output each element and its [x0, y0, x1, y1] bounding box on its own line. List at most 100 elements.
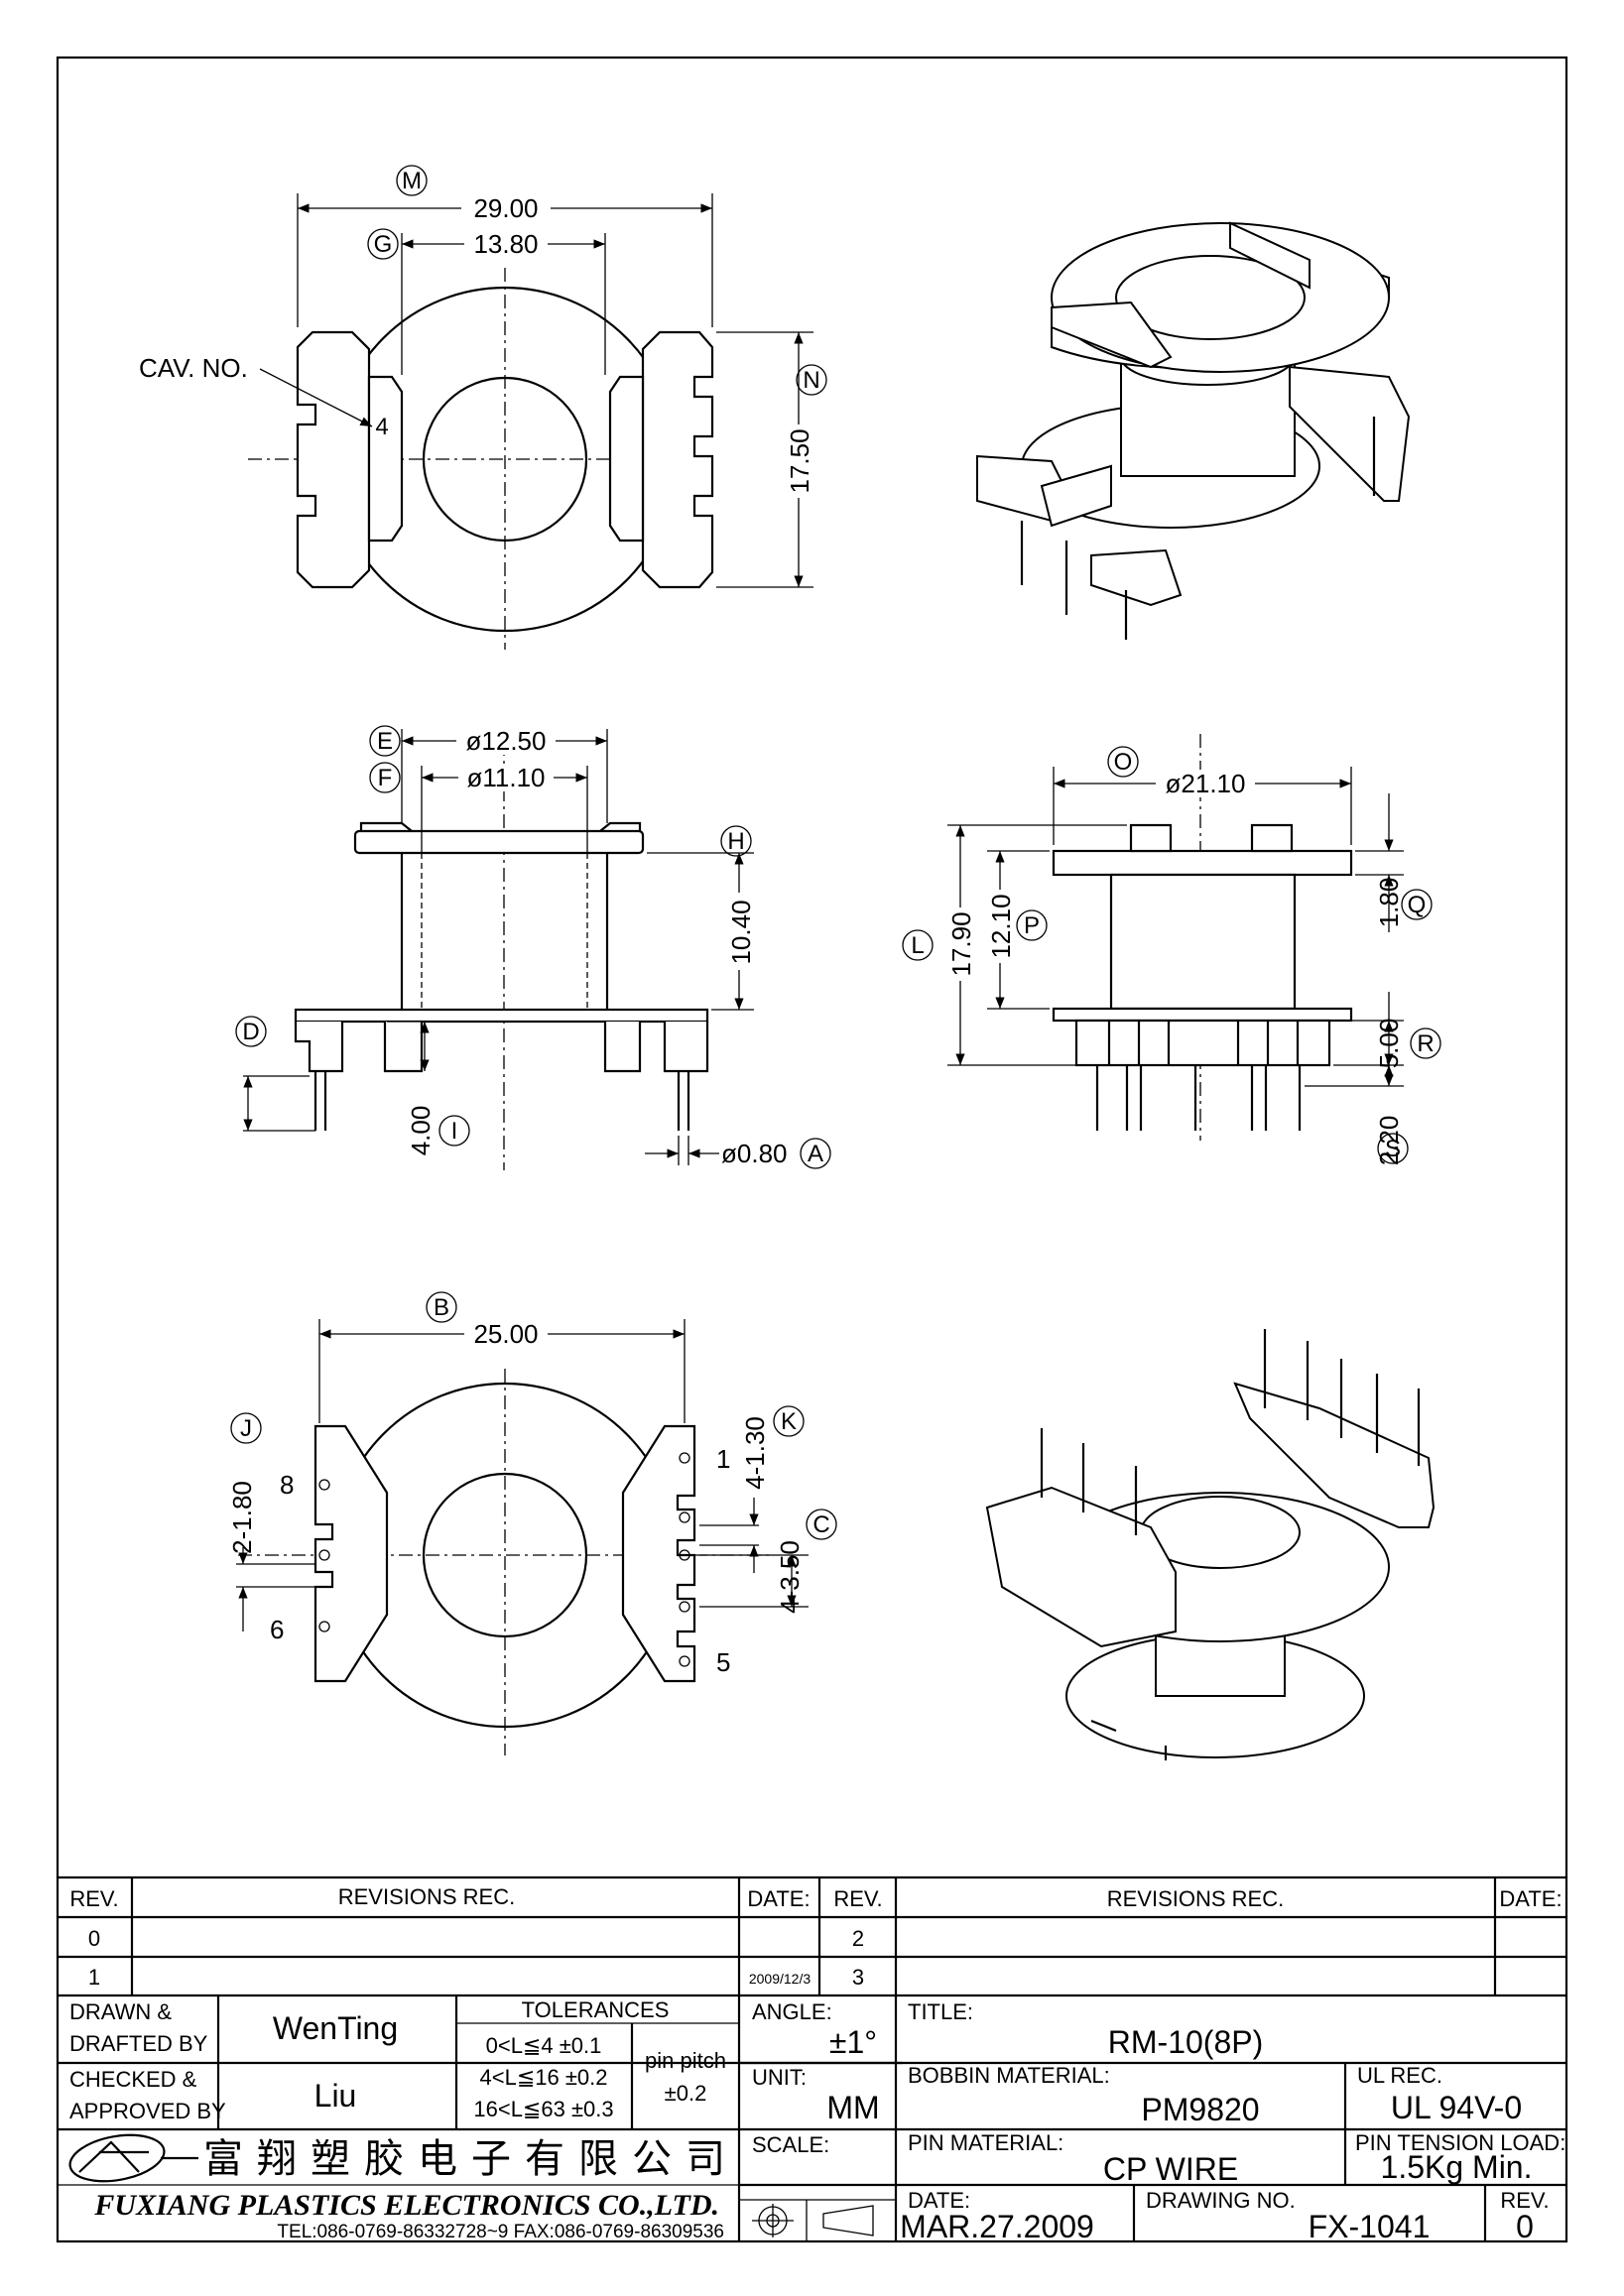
dim-r-letter: R	[1417, 1030, 1434, 1057]
tolerances-label: TOLERANCES	[522, 1997, 670, 2022]
dim-q-letter: Q	[1408, 892, 1427, 918]
dim-b-value: 25.00	[473, 1319, 538, 1349]
dim-n-letter: N	[803, 367, 819, 394]
dim-m-value: 29.00	[473, 193, 538, 223]
rev-header: REV.	[69, 1886, 118, 1911]
dim-d-letter: D	[242, 1019, 259, 1045]
pin-material-label: PIN MATERIAL:	[908, 2130, 1063, 2155]
company-logo	[68, 2133, 166, 2183]
ul-label: UL REC.	[1357, 2063, 1442, 2088]
dim-o-letter: O	[1114, 749, 1133, 776]
dim-i-letter: I	[451, 1118, 458, 1145]
date-label: DATE:	[908, 2188, 970, 2213]
dim-j-value: 2-1.80	[227, 1481, 257, 1554]
title-value: RM-10(8P)	[1108, 2024, 1263, 2060]
dim-g-value: 13.80	[473, 229, 538, 259]
rev-row-0: 0	[88, 1926, 100, 1951]
dim-f-letter: F	[378, 765, 393, 791]
checked-label-2: APPROVED BY	[69, 2099, 226, 2123]
iso-view-top	[976, 221, 1411, 640]
dim-b-letter: B	[434, 1294, 449, 1321]
dim-f-value: ø11.10	[466, 763, 545, 792]
drawing-no-value: FX-1041	[1309, 2209, 1431, 2244]
pin-1-label: 1	[716, 1444, 730, 1474]
dim-k-value: 4-1.30	[740, 1416, 770, 1490]
dim-s-letter: S	[1385, 1136, 1401, 1162]
dim-e-letter: E	[377, 728, 393, 755]
date-header: DATE:	[747, 1886, 810, 1911]
pin-8-label: 8	[280, 1470, 294, 1500]
dim-o-value: ø21.10	[1166, 769, 1246, 798]
dim-g-letter: G	[374, 231, 393, 258]
projection-symbol	[752, 2204, 874, 2237]
dim-k-letter: K	[781, 1408, 797, 1435]
bobbin-value: PM9820	[1141, 2092, 1259, 2127]
dim-a-letter: A	[808, 1141, 823, 1167]
dim-j-letter: J	[240, 1415, 252, 1442]
unit-value: MM	[826, 2090, 879, 2125]
dim-i-value: 4.00	[406, 1106, 436, 1156]
tol-row-2: 4<L≦16 ±0.2	[480, 2065, 608, 2090]
dim-c-value: 4-3.50	[775, 1540, 805, 1614]
dim-s-value: 2.20	[1374, 1116, 1404, 1166]
company-name-en: FUXIANG PLASTICS ELECTRONICS CO.,LTD.	[93, 2189, 719, 2222]
unit-label: UNIT:	[752, 2065, 807, 2090]
pin-6-label: 6	[270, 1615, 284, 1644]
front-view: ø12.50 E ø11.10 F 10.40 H D 4.00 I	[235, 725, 831, 1170]
dim-l-value: 17.90	[946, 911, 976, 976]
title-block: REV. REVISIONS REC. DATE: REV. REVISIONS…	[58, 1875, 1566, 2244]
rev-label: REV.	[1500, 2188, 1549, 2213]
angle-value: ±1°	[829, 2024, 877, 2060]
checked-label-1: CHECKED &	[69, 2067, 197, 2092]
pin-material-value: CP WIRE	[1103, 2151, 1238, 2187]
ul-value: UL 94V-0	[1391, 2090, 1522, 2125]
drawing-no-label: DRAWING NO.	[1146, 2188, 1296, 2213]
pin-tension-value: 1.5Kg Min.	[1381, 2149, 1533, 2185]
date-row-1: 2009/12/3	[749, 1971, 811, 1987]
dim-p-value: 12.10	[986, 894, 1016, 958]
dim-a-value: ø0.80	[721, 1139, 788, 1168]
dim-e-value: ø12.50	[466, 726, 547, 756]
dim-c-letter: C	[812, 1511, 829, 1538]
rev2-row-0: 2	[852, 1926, 864, 1951]
tol-row-3: 16<L≦63 ±0.3	[473, 2097, 613, 2121]
pin-pitch-value: ±0.2	[665, 2081, 707, 2106]
dim-r-value: 5.00	[1374, 1019, 1404, 1069]
rev-header-2: REV.	[833, 1886, 882, 1911]
dim-n-value: 17.50	[785, 428, 814, 493]
dim-q-value: 1.80	[1374, 878, 1404, 928]
title-label: TITLE:	[908, 1999, 973, 2024]
dim-h-value: 10.40	[726, 900, 756, 964]
rev2-row-1: 3	[852, 1965, 864, 1990]
pin-tension-label: PIN TENSION LOAD:	[1355, 2130, 1565, 2155]
drawn-label-1: DRAWN &	[69, 1999, 172, 2024]
date-value: MAR.27.2009	[900, 2209, 1094, 2244]
dim-h-letter: H	[727, 828, 744, 855]
pin-pitch-label: pin pitch	[645, 2048, 726, 2073]
company-name-cn: 富翔塑胶电子有限公司	[203, 2137, 739, 2181]
tol-row-1: 0<L≦4 ±0.1	[486, 2033, 602, 2058]
angle-label: ANGLE:	[752, 1999, 832, 2024]
date-header-2: DATE:	[1499, 1886, 1562, 1911]
drawn-label-2: DRAFTED BY	[69, 2031, 208, 2056]
bottom-view: 8 6 1 5 25.00 B J 2-1.80 4-1.30 K 4-3.50…	[227, 1291, 837, 1755]
side-view: ø21.10 O 17.90 L 12.10 P 1.80 Q 5.00 R	[902, 734, 1441, 1166]
top-view: 4 CAV. NO. 29.00 M 13.80 G 17.50 N	[139, 165, 827, 650]
checked-value: Liu	[314, 2078, 357, 2114]
dim-p-letter: P	[1024, 912, 1040, 939]
revisions-header-2: REVISIONS REC.	[1107, 1886, 1284, 1911]
iso-view-bottom	[985, 1329, 1436, 1760]
dim-m-letter: M	[402, 168, 422, 194]
bobbin-label: BOBBIN MATERIAL:	[908, 2063, 1110, 2088]
pin-5-label: 5	[716, 1647, 730, 1677]
revisions-header: REVISIONS REC.	[338, 1884, 515, 1909]
rev-row-1: 1	[88, 1965, 100, 1990]
cav-no-label: CAV. NO.	[139, 353, 248, 383]
rev-value: 0	[1516, 2209, 1534, 2244]
company-contact: TEL:086-0769-86332728~9 FAX:086-0769-863…	[277, 2222, 724, 2242]
cav-number: 4	[375, 414, 388, 440]
drawn-value: WenTing	[273, 2010, 398, 2046]
dim-l-letter: L	[911, 932, 924, 959]
sheet-border	[56, 56, 1568, 2243]
